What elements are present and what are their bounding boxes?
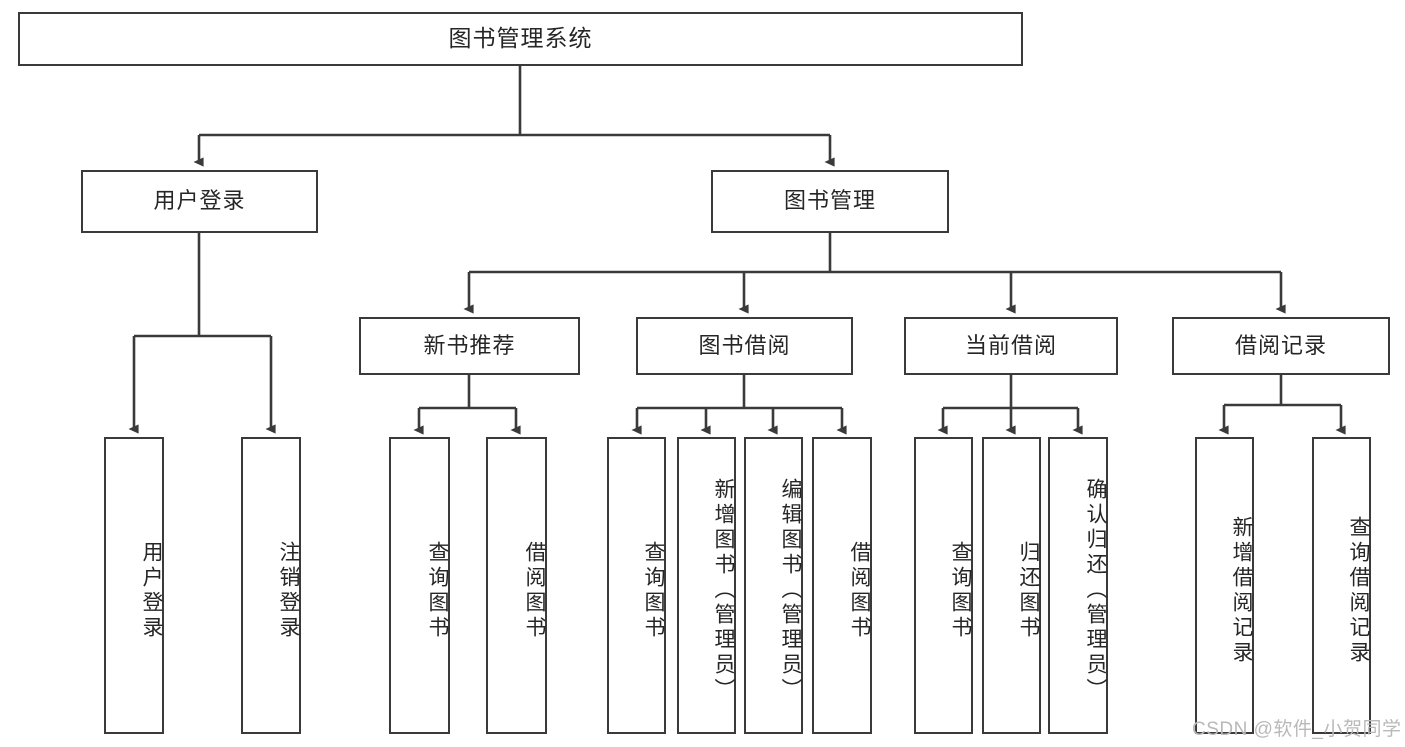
node-label: 用户登录 — [153, 188, 246, 214]
node-user-login[interactable]: 用户登录 — [81, 170, 318, 233]
node-label: 归还图书 — [1017, 540, 1040, 641]
leaf-records-query-record[interactable]: 查询借阅记录 — [1312, 437, 1371, 734]
node-label: 图书管理 — [783, 188, 876, 214]
node-label: 借阅图书 — [848, 540, 871, 641]
node-label: 编辑图书（管理员） — [779, 478, 802, 703]
node-label: 借阅记录 — [1234, 332, 1327, 358]
leaf-records-add-record[interactable]: 新增借阅记录 — [1195, 437, 1254, 734]
leaf-current-return-book[interactable]: 归还图书 — [982, 437, 1041, 734]
node-current-borrow[interactable]: 当前借阅 — [904, 317, 1118, 375]
node-label: 查询图书 — [642, 540, 665, 641]
node-root-library-system[interactable]: 图书管理系统 — [18, 12, 1023, 66]
leaf-borrow-add-book-admin[interactable]: 新增图书（管理员） — [677, 437, 736, 734]
leaf-current-confirm-return-admin[interactable]: 确认归还（管理员） — [1048, 437, 1108, 734]
node-label: 确认归还（管理员） — [1084, 478, 1107, 703]
node-label: 图书管理系统 — [448, 25, 593, 52]
csdn-watermark: CSDN @软件_小贺同学 — [1192, 719, 1402, 740]
node-label: 借阅图书 — [523, 540, 546, 641]
node-book-management[interactable]: 图书管理 — [711, 170, 949, 233]
node-label: 查询图书 — [949, 540, 972, 641]
leaf-user-login-login[interactable]: 用户登录 — [104, 437, 164, 734]
leaf-user-login-logout[interactable]: 注销登录 — [241, 437, 301, 734]
leaf-current-query-book[interactable]: 查询图书 — [914, 437, 973, 734]
node-label: 图书借阅 — [698, 332, 791, 358]
node-label: 注销登录 — [277, 540, 300, 641]
node-label: 用户登录 — [140, 540, 163, 641]
node-label: 新增图书（管理员） — [712, 478, 735, 703]
leaf-borrow-query-book[interactable]: 查询图书 — [607, 437, 666, 734]
node-label: 当前借阅 — [964, 332, 1057, 358]
node-label: 新书推荐 — [423, 332, 516, 358]
node-borrow-records[interactable]: 借阅记录 — [1172, 317, 1390, 375]
leaf-new-book-query[interactable]: 查询图书 — [389, 437, 450, 734]
leaf-borrow-borrow-book[interactable]: 借阅图书 — [812, 437, 872, 734]
node-book-borrow[interactable]: 图书借阅 — [636, 317, 853, 375]
leaf-new-book-borrow[interactable]: 借阅图书 — [486, 437, 547, 734]
node-label: 查询图书 — [426, 540, 449, 641]
node-label: 新增借阅记录 — [1230, 515, 1253, 666]
leaf-borrow-edit-book-admin[interactable]: 编辑图书（管理员） — [744, 437, 803, 734]
node-label: 查询借阅记录 — [1347, 515, 1370, 666]
node-new-book-recommend[interactable]: 新书推荐 — [359, 317, 580, 375]
